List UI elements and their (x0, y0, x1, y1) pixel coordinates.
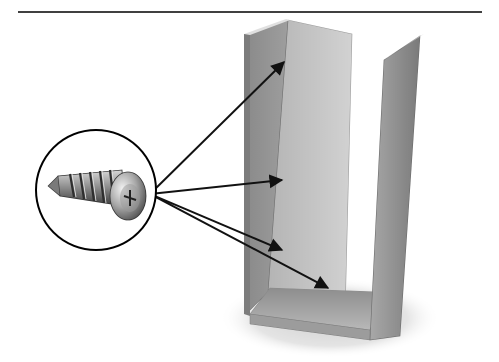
open-cabinet-box-icon (244, 19, 424, 341)
screw-callout (35, 129, 157, 251)
pan-head-screw-icon (47, 169, 147, 221)
arrow-3 (149, 193, 284, 252)
arrow-2 (149, 174, 284, 195)
left-panel-top-edge (244, 19, 290, 35)
left-panel-front-edge (244, 34, 250, 316)
attachment-arrows (149, 61, 330, 289)
arrow-4 (149, 193, 330, 289)
arrow-1 (149, 61, 285, 195)
